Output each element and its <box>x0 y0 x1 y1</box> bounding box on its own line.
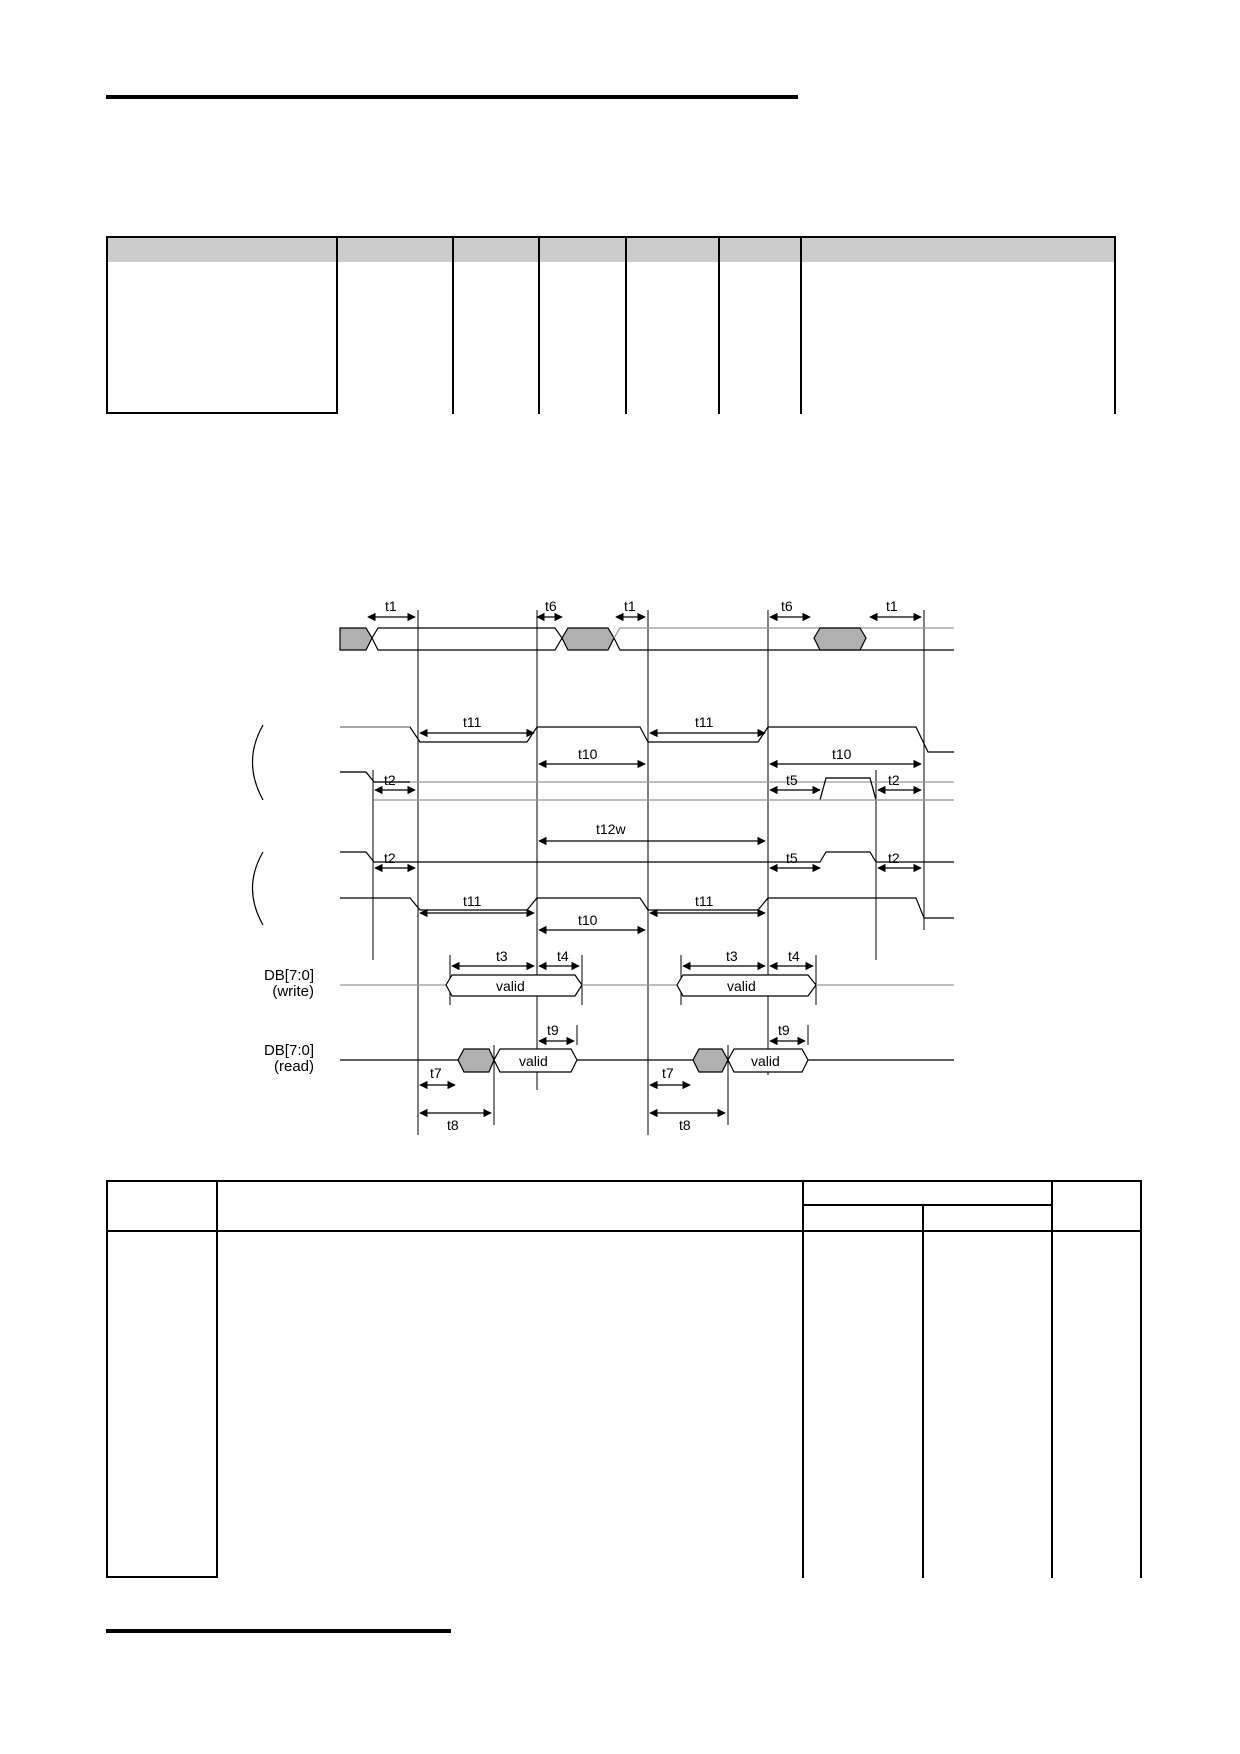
label-t10: t10 <box>578 912 598 928</box>
db-write-row <box>340 974 954 997</box>
label-t7: t7 <box>430 1065 442 1081</box>
db-write-sublabel: (write) <box>272 983 314 1000</box>
address-bus-row <box>339 627 954 651</box>
pin-labels: DB[7:0] (write) DB[7:0] (read) <box>264 967 314 1075</box>
label-t11: t11 <box>695 893 714 909</box>
db-read-row <box>340 1048 954 1073</box>
label-t8: t8 <box>679 1117 691 1133</box>
label-t2: t2 <box>384 772 396 788</box>
valid-labels: valid valid valid valid <box>496 978 780 1069</box>
valid-label: valid <box>727 978 756 994</box>
label-t11: t11 <box>463 714 482 730</box>
timing-arrows <box>367 612 922 1118</box>
upper-table <box>106 236 1116 414</box>
label-t2: t2 <box>888 772 900 788</box>
label-t2: t2 <box>384 850 396 866</box>
label-t4: t4 <box>788 948 800 964</box>
label-t9: t9 <box>547 1022 559 1038</box>
label-t1: t1 <box>385 598 397 614</box>
label-t8: t8 <box>447 1117 459 1133</box>
valid-label: valid <box>751 1053 780 1069</box>
db-write-label: DB[7:0] <box>264 967 314 984</box>
label-t10: t10 <box>578 746 598 762</box>
signal-wave-c <box>340 851 954 863</box>
reference-lines <box>372 610 925 1135</box>
label-t6: t6 <box>545 598 557 614</box>
db-read-label: DB[7:0] <box>264 1042 314 1059</box>
label-t6: t6 <box>781 598 793 614</box>
label-t3: t3 <box>496 948 508 964</box>
valid-label: valid <box>519 1053 548 1069</box>
db-read-sublabel: (read) <box>274 1058 314 1075</box>
signal-wave-b <box>340 771 954 801</box>
label-t1: t1 <box>886 598 898 614</box>
label-t3: t3 <box>726 948 738 964</box>
label-t5: t5 <box>786 772 798 788</box>
label-t2: t2 <box>888 850 900 866</box>
signal-wave-d <box>340 897 954 919</box>
valid-label: valid <box>496 978 525 994</box>
signal-wave-a <box>340 726 954 753</box>
upper-table-header <box>106 236 1116 262</box>
label-t1: t1 <box>624 598 636 614</box>
label-t12w: t12w <box>596 821 626 837</box>
label-t10: t10 <box>832 746 852 762</box>
label-t9: t9 <box>778 1022 790 1038</box>
timing-labels: t1 t6 t1 t6 t1 t11 t11 t10 t10 t2 t5 t2 … <box>384 598 900 1133</box>
lower-table <box>106 1180 1142 1578</box>
label-t11: t11 <box>463 893 482 909</box>
label-t7: t7 <box>662 1065 674 1081</box>
bottom-rule <box>106 1629 451 1633</box>
label-t4: t4 <box>557 948 569 964</box>
label-t11: t11 <box>695 714 714 730</box>
top-rule <box>106 95 798 99</box>
label-t5: t5 <box>786 850 798 866</box>
